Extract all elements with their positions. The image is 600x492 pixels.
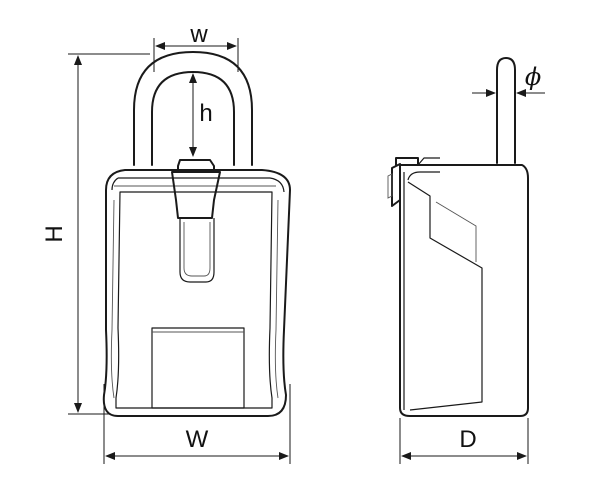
front-latch [171, 159, 221, 283]
dimension-w-label: w [189, 21, 208, 48]
dimension-D: D [399, 418, 529, 464]
front-shackle [133, 51, 253, 166]
front-body-outline [102, 169, 291, 417]
dimension-D-label: D [459, 426, 476, 453]
side-latch [387, 157, 419, 207]
dimension-H-label: H [41, 225, 68, 242]
front-inner-panel [115, 191, 273, 409]
side-shackle-rod [496, 57, 516, 164]
dimension-w: w [153, 21, 239, 72]
dimension-W-label: W [186, 426, 209, 453]
side-contour [407, 181, 483, 411]
front-view [102, 51, 291, 417]
dimension-h: h [189, 73, 213, 157]
side-view [387, 57, 529, 417]
dimension-phi: ϕ [472, 63, 545, 97]
dimension-h-label: h [199, 100, 212, 127]
dimension-W: W [103, 384, 291, 464]
front-lower-cover [151, 327, 245, 409]
dimension-H: H [41, 53, 150, 415]
side-body-outline [399, 164, 529, 417]
dimension-phi-label: ϕ [525, 63, 541, 91]
